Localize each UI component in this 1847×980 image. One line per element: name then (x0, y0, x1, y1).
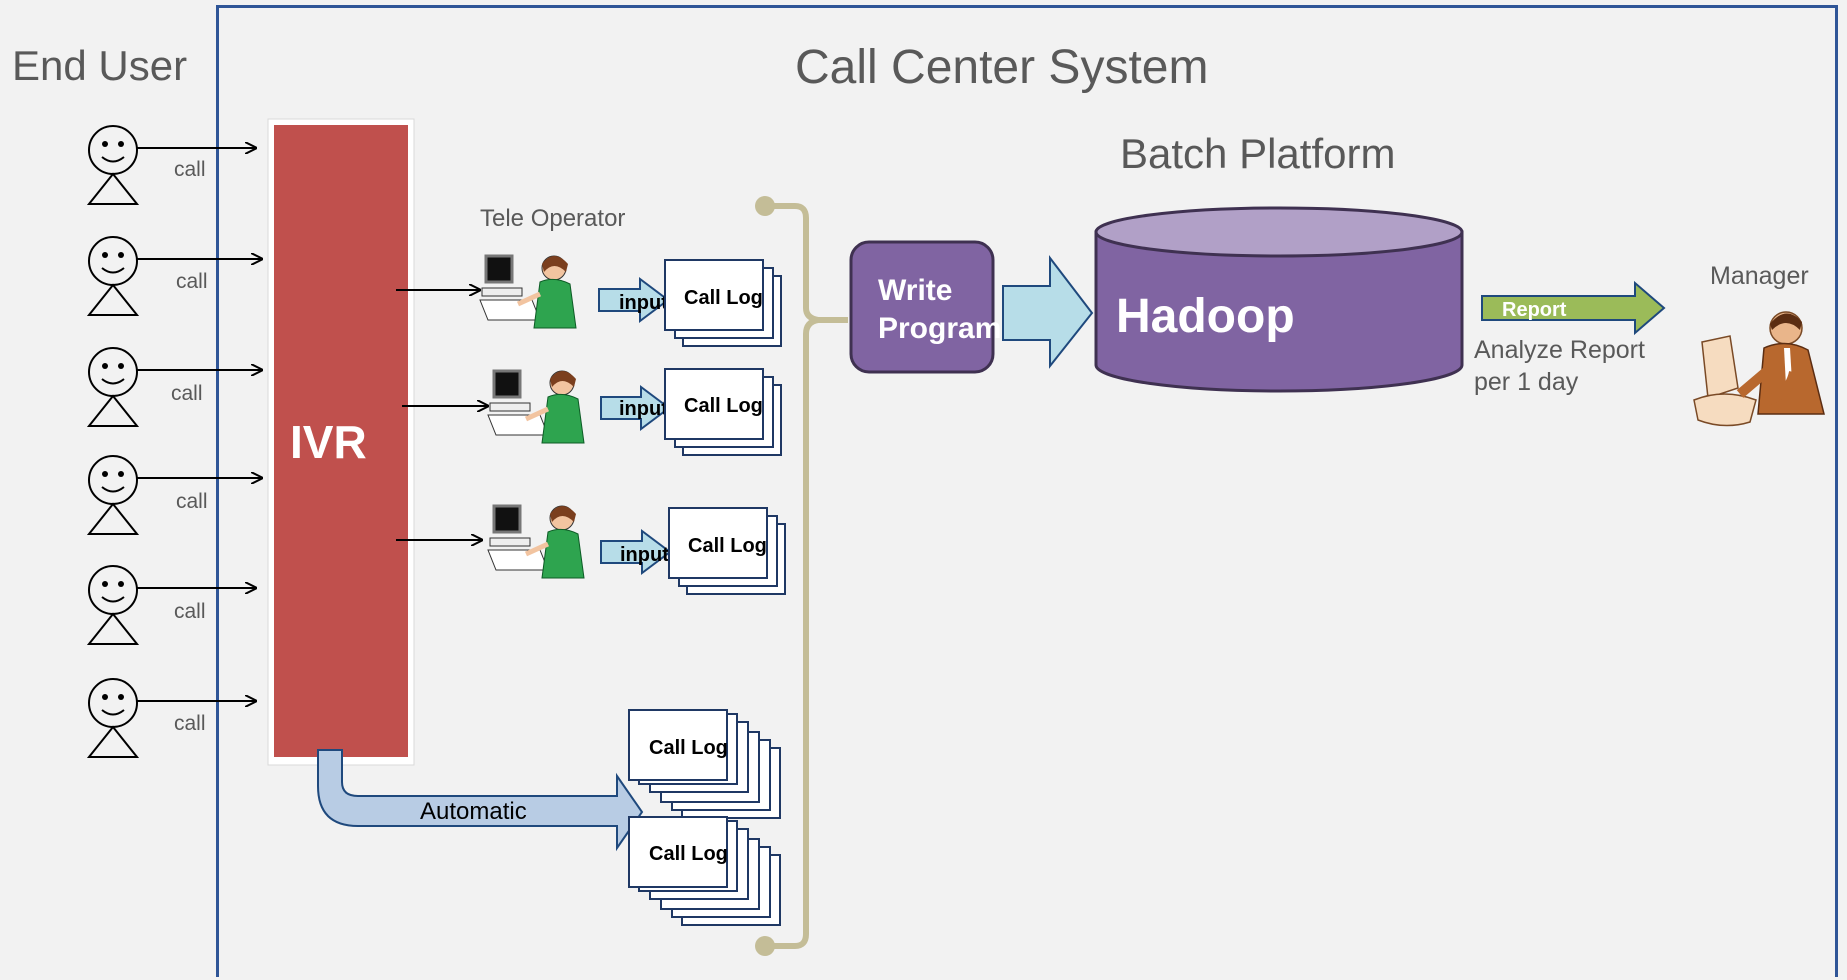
end-user-icon (86, 678, 256, 758)
operator-icon (479, 254, 577, 329)
input-arrow: input (600, 385, 671, 431)
report-arrow: Report (1481, 280, 1666, 336)
call-label: call (176, 270, 208, 293)
ivr-to-operator-arrows (396, 290, 488, 540)
end-user-icon (86, 125, 256, 205)
end-user-icon (86, 455, 262, 535)
automatic-arrow: Automatic (317, 749, 644, 852)
call-center-system-frame (216, 5, 1838, 977)
hadoop-database: Hadoop (1094, 206, 1464, 393)
end-user-icon (86, 565, 256, 645)
ivr-label: IVR (290, 416, 367, 468)
call-log-label: Call Log (688, 535, 767, 557)
ivr-block: IVR (267, 118, 415, 766)
write-program-box: Write Program (849, 240, 1001, 374)
to-hadoop-arrow (1002, 255, 1094, 369)
manager-title: Manager (1710, 262, 1809, 290)
tele-operator-title: Tele Operator (480, 205, 625, 232)
report-caption-line2: per 1 day (1474, 368, 1579, 396)
write-program-label-line2: Program (878, 312, 1001, 345)
call-label: call (176, 490, 208, 513)
input-label: input (619, 398, 668, 420)
call-center-system-title: Call Center System (795, 41, 1209, 94)
call-log-label: Call Log (684, 395, 763, 417)
end-user-icon (86, 236, 262, 316)
input-label: input (619, 292, 668, 314)
call-log-stack: Call Log (664, 259, 782, 347)
call-label: call (171, 382, 203, 405)
call-label: call (174, 600, 206, 623)
report-caption-line1: Analyze Report (1474, 336, 1645, 364)
input-label: input (620, 544, 669, 566)
call-log-stack: Call Log (668, 507, 786, 595)
call-log-stack: Call Log (664, 368, 782, 456)
call-label: call (174, 712, 206, 735)
operator-icon (487, 504, 585, 579)
automatic-call-log-stack: Call Log (628, 816, 781, 926)
input-arrow: input (600, 529, 672, 575)
end-user-icons (86, 125, 262, 758)
collection-brace (755, 196, 848, 956)
call-log-label: Call Log (649, 737, 728, 759)
end-user-title: End User (12, 42, 188, 89)
call-log-label: Call Log (649, 843, 728, 865)
call-log-label: Call Log (684, 287, 763, 309)
hadoop-label: Hadoop (1116, 290, 1295, 343)
call-labels: call call call call call call (171, 158, 208, 735)
automatic-label: Automatic (420, 798, 527, 825)
input-arrow: input (598, 277, 670, 323)
end-user-icon (86, 347, 262, 427)
call-label: call (174, 158, 206, 181)
report-label: Report (1502, 299, 1567, 321)
batch-platform-title: Batch Platform (1120, 130, 1396, 177)
manager-icon (1693, 311, 1825, 427)
operator-icon (487, 369, 585, 444)
write-program-label-line1: Write (878, 274, 952, 307)
automatic-call-log-stack: Call Log (628, 709, 781, 819)
